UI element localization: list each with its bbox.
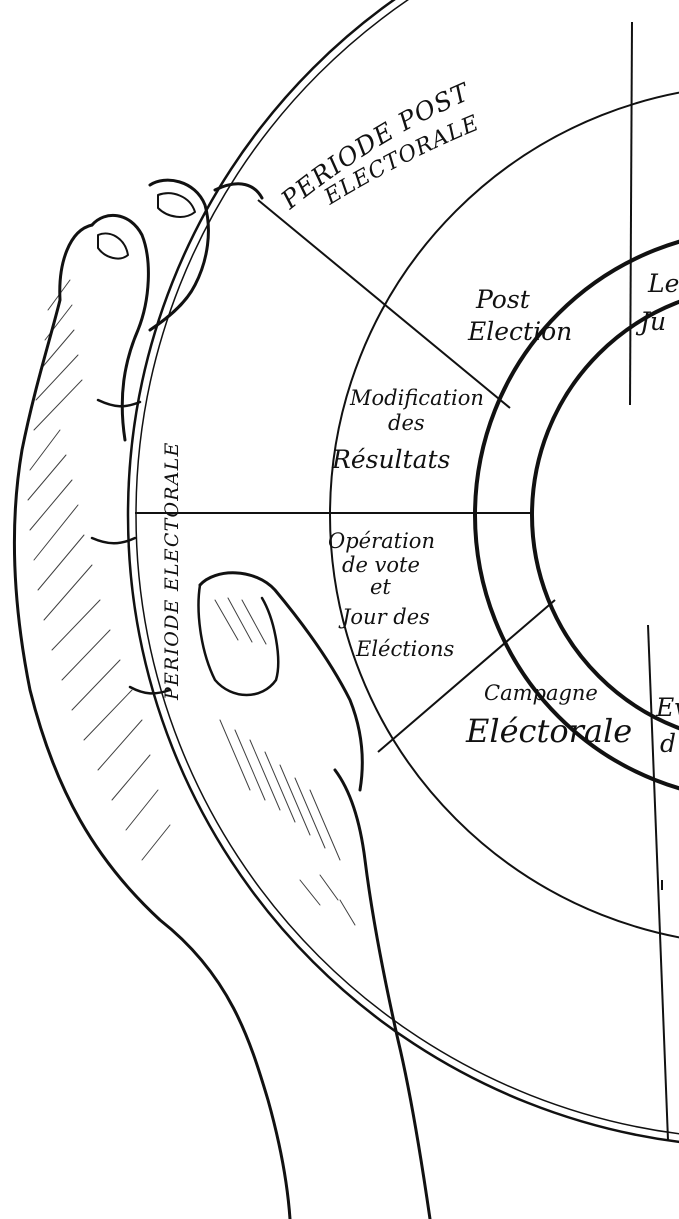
label-post-election-1: Post: [475, 285, 531, 314]
divider-upper-left: [258, 200, 510, 408]
label-vote-1: Opération: [328, 529, 435, 553]
label-right-bottom-1: Ev: [655, 693, 679, 722]
label-right-bottom-2: d: [660, 729, 676, 758]
label-campaign-2: Eléctorale: [465, 712, 632, 750]
wheel-hub: [532, 287, 679, 743]
label-vote-4: Jour des: [338, 605, 430, 629]
label-electoral-period: PERIODE ELECTORALE: [161, 441, 183, 701]
label-modification-3: Résultats: [331, 445, 450, 474]
label-modification-1: Modification: [349, 386, 484, 410]
label-right-top-2: Ju: [635, 307, 666, 336]
divider-top-vertical: [630, 22, 632, 405]
label-campaign-1: Campagne: [484, 681, 598, 705]
label-vote-2: de vote: [342, 553, 420, 577]
label-vote-5: Eléctions: [355, 637, 455, 661]
wheel-middle-ring: [330, 85, 679, 945]
label-post-election-2: Election: [467, 317, 572, 346]
label-vote-3: et: [370, 575, 391, 599]
hand-illustration: [14, 180, 430, 1219]
label-right-top-1: Le: [647, 269, 679, 298]
label-modification-2: des: [388, 411, 425, 435]
